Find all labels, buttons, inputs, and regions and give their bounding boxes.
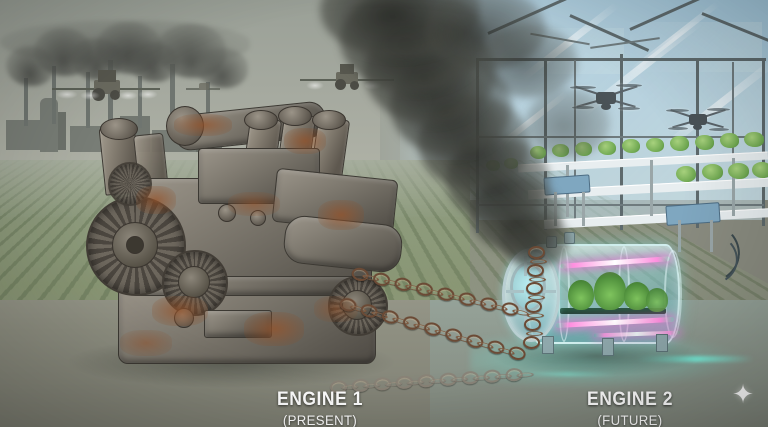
caption-engine-2: ENGINE 2 (FUTURE) [538,389,722,427]
engine-2-subtitle: (FUTURE) [597,412,663,427]
tractor-sprayer-left [52,68,162,102]
engine-1-combustion-engine [78,100,418,380]
exhaust-smoke-plume [320,0,630,300]
pod-plant [646,288,668,312]
engine-1-subtitle: (PRESENT) [282,412,358,427]
tractor-distant [186,78,220,94]
drone-2 [666,104,730,134]
pod-tray [560,308,666,314]
engine-1-title: ENGINE 1 [276,389,364,410]
chain-pod-wrap [512,246,552,356]
pod-plant [568,280,594,310]
pod-plant [624,282,650,310]
sparkle-icon: ✦ [732,379,754,409]
engine-2-title: ENGINE 2 [586,389,674,410]
caption-engine-1: ENGINE 1 (PRESENT) [228,389,412,427]
pod-plant [594,272,626,310]
drone-1 [570,80,642,114]
